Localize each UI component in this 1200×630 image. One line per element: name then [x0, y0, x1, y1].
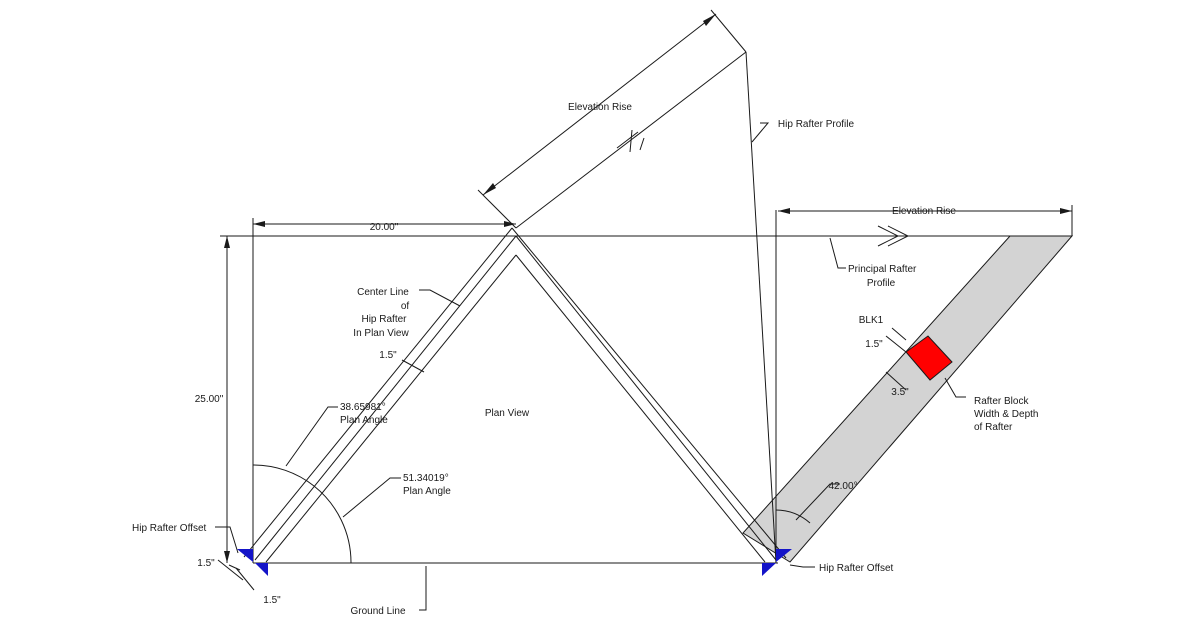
center-line-label-1: Center Line [357, 287, 409, 298]
principal-rafter-profile-label-1: Principal Rafter [848, 264, 917, 275]
elevation-rise-hip-dimension [477, 9, 747, 229]
plan-angle-arc-51 [313, 485, 352, 564]
center-line-label-3: Hip Rafter [361, 314, 407, 325]
hip-offset-right-upper [776, 549, 792, 562]
hip-rafter-profile [515, 51, 777, 564]
rafter-block [905, 335, 953, 381]
plan-angle-1-value: 38.65981° [340, 402, 386, 413]
elevation-rise-principal-dimension [778, 205, 1073, 236]
plan-width-dimension [252, 218, 516, 236]
hip-rafter-lines [243, 227, 787, 563]
plan-width-label: 20.00" [370, 222, 399, 233]
hip-offset-right-label: Hip Rafter Offset [819, 563, 894, 574]
blk1-label: BLK1 [859, 315, 884, 326]
elevation-rise-principal-label: Elevation Rise [892, 206, 956, 217]
block-note-3: of Rafter [974, 422, 1013, 433]
hip-rafter-profile-label: Hip Rafter Profile [778, 119, 855, 130]
plan-height-label: 25.00" [195, 394, 224, 405]
block-note-2: Width & Depth [974, 409, 1038, 420]
elevation-rise-hip-label: Elevation Rise [568, 102, 632, 113]
block-width-label: 3.5" [891, 387, 909, 398]
hip-offset-left-label: Hip Rafter Offset [132, 523, 207, 534]
block-note-1: Rafter Block [974, 396, 1029, 407]
block-depth-label: 1.5" [865, 339, 883, 350]
hip-width-label: 1.5" [379, 350, 397, 361]
hip-offset-left-upper [237, 549, 253, 562]
plan-angle-2-value: 51.34019° [403, 473, 449, 484]
hip-offset-right-lower [762, 563, 776, 576]
offset-dim-b-label: 1.5" [263, 595, 281, 606]
leader-lines [215, 122, 966, 611]
pitch-angle-arc [775, 509, 811, 524]
offset-dim-a-label: 1.5" [197, 558, 215, 569]
slope-mark-hip [616, 129, 645, 153]
plan-angle-arc-38 [252, 464, 315, 487]
hip-offset-left-lower [255, 563, 268, 576]
block-dimensions [885, 327, 907, 391]
plan-height-dimension [220, 235, 253, 563]
plan-angle-1-text: Plan Angle [340, 415, 388, 426]
principal-rafter-profile-label-2: Profile [867, 278, 896, 289]
pitch-angle-label: 42.00° [828, 481, 857, 492]
center-line-label-4: In Plan View [353, 328, 409, 339]
center-line-label-2: of [401, 301, 410, 312]
slope-mark-principal [877, 225, 910, 247]
ground-line-label: Ground Line [350, 606, 405, 617]
offset-dimension-left [217, 559, 255, 591]
hip-width-dimension [401, 359, 425, 373]
plan-view-label: Plan View [485, 408, 530, 419]
plan-angle-2-text: Plan Angle [403, 486, 451, 497]
